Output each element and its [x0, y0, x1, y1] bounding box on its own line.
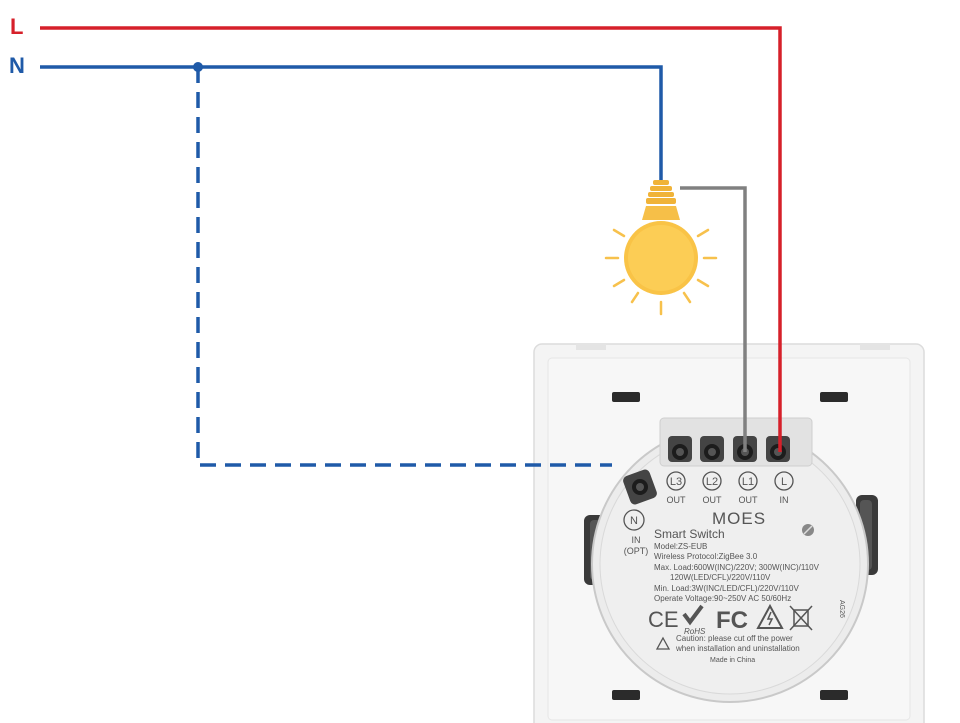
svg-text:OUT: OUT [739, 495, 759, 505]
svg-text:IN: IN [632, 535, 641, 545]
svg-text:L: L [781, 476, 787, 488]
neutral-screw [623, 469, 657, 505]
terminal-screw [700, 436, 724, 462]
batch-code: AG26 [838, 600, 845, 618]
ce-mark: CE [648, 607, 679, 632]
svg-text:IN: IN [780, 495, 789, 505]
svg-text:OUT: OUT [703, 495, 723, 505]
neutral-wire [40, 65, 663, 182]
terminal-screw [668, 436, 692, 462]
svg-text:L1: L1 [742, 476, 754, 488]
mounting-slot [612, 392, 640, 402]
protocol-text: Wireless Protocol:ZigBee 3.0 [654, 552, 758, 561]
max-load-text-2: 120W(LED/CFL)/220V/110V [670, 573, 771, 582]
check-mark-icon [682, 604, 704, 626]
product-name: Smart Switch [654, 527, 725, 541]
light-rays [604, 228, 718, 316]
svg-text:L2: L2 [706, 476, 718, 488]
min-load-text: Min. Load:3W(INC/LED/CFL)/220V/110V [654, 584, 799, 593]
svg-text:OUT: OUT [667, 495, 687, 505]
caution-text: Caution: please cut off the power [676, 634, 793, 643]
neutral-label: N [9, 53, 25, 78]
optional-neutral-wire [196, 67, 612, 467]
terminal-label-l: L IN [774, 471, 794, 505]
mounting-slot [820, 392, 848, 402]
made-in-text: Made in China [710, 657, 755, 664]
terminal-screw [766, 436, 790, 462]
warning-triangle-icon [756, 603, 784, 629]
terminal-label-l1: L1 OUT [738, 471, 759, 505]
live-label: L [10, 14, 23, 39]
light-bulb-icon [604, 180, 718, 316]
model-text: Model:ZS-EUB [654, 542, 707, 551]
svg-text:(OPT): (OPT) [624, 546, 649, 556]
weee-bin-icon [789, 605, 813, 631]
mounting-slot [612, 690, 640, 700]
voltage-text: Operate Voltage:90~250V AC 50/60Hz [654, 594, 791, 603]
brand-logo: MOES [712, 509, 766, 528]
svg-text:N: N [630, 515, 638, 527]
svg-text:L3: L3 [670, 476, 682, 488]
terminal-label-l3: L3 OUT [666, 471, 687, 505]
caution-text-2: when installation and uninstallation [675, 644, 800, 653]
caution-triangle-icon [655, 636, 671, 650]
max-load-text: Max. Load:600W(INC)/220V; 300W(INC)/110V [654, 563, 820, 572]
live-wire [40, 26, 782, 452]
load-wire [680, 186, 747, 452]
fc-mark: FC [716, 607, 748, 634]
rohs-mark: RoHS [684, 627, 706, 636]
mounting-slot [820, 690, 848, 700]
terminal-label-l2: L2 OUT [702, 471, 723, 505]
switch-module: L3 OUT L2 OUT L1 OUT L IN N IN (OPT) MOE… [591, 417, 869, 703]
terminal-label-n: N IN (OPT) [623, 509, 649, 556]
